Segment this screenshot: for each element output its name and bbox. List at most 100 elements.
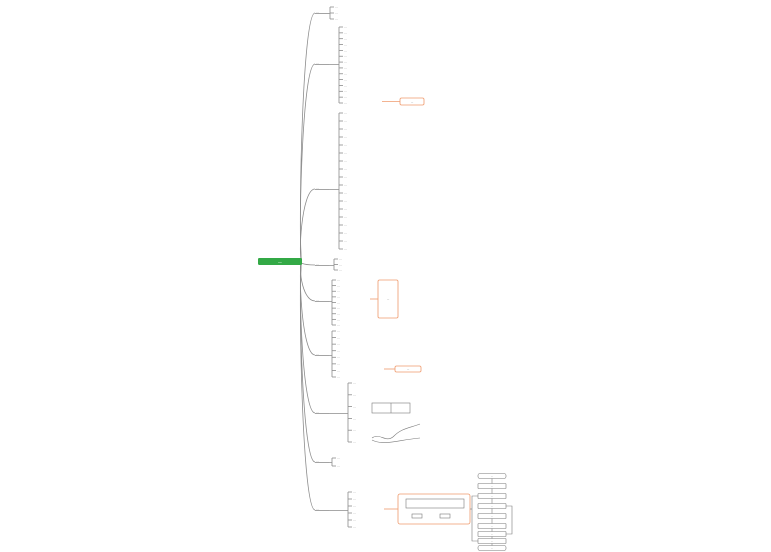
child-bracket — [329, 259, 335, 270]
flowchart-step-label: … — [491, 495, 493, 498]
child-node-label[interactable]: … — [344, 32, 347, 35]
child-bracket — [329, 458, 333, 466]
child-node-label[interactable]: … — [337, 376, 340, 379]
child-node-label[interactable]: … — [353, 417, 356, 420]
branch-label-b7[interactable]: … — [316, 410, 319, 413]
child-node-label[interactable]: … — [344, 176, 347, 179]
child-node-label[interactable]: … — [353, 429, 356, 432]
branch-label-b4[interactable]: … — [316, 262, 319, 265]
child-node-label[interactable]: … — [353, 519, 356, 522]
child-node-label[interactable]: … — [339, 258, 342, 261]
child-node-label[interactable]: … — [344, 26, 347, 29]
child-bracket — [329, 383, 349, 442]
child-node-label[interactable]: … — [353, 512, 356, 515]
child-bracket — [329, 7, 331, 19]
child-node-label[interactable]: … — [337, 457, 340, 460]
child-node-label[interactable]: … — [344, 216, 347, 219]
child-node-label[interactable]: … — [344, 192, 347, 195]
child-node-label[interactable]: … — [353, 505, 356, 508]
child-node-label[interactable]: … — [337, 301, 340, 304]
child-node-label[interactable]: … — [344, 248, 347, 251]
branch-label-b1[interactable]: … — [316, 10, 319, 13]
child-node-label[interactable]: … — [337, 369, 340, 372]
child-node-label[interactable]: … — [344, 224, 347, 227]
branch-connector — [299, 261, 316, 302]
child-node-label[interactable]: … — [344, 200, 347, 203]
branch-connector — [299, 63, 316, 262]
branch-label-b9[interactable]: … — [316, 507, 319, 510]
child-node-label[interactable]: … — [353, 406, 356, 409]
child-node-label[interactable]: … — [337, 324, 340, 327]
child-node-label[interactable]: … — [353, 394, 356, 397]
child-node-label[interactable]: … — [344, 112, 347, 115]
child-node-label[interactable]: … — [344, 184, 347, 187]
root-node-box[interactable] — [258, 258, 302, 265]
flowchart-step-label: … — [491, 540, 493, 543]
flowchart-step-label: … — [491, 525, 493, 528]
child-node-label[interactable]: … — [344, 120, 347, 123]
child-bracket — [329, 280, 333, 325]
embedded-curve-figure — [371, 423, 421, 443]
child-node-label[interactable]: … — [344, 232, 347, 235]
child-node-label[interactable]: … — [353, 526, 356, 529]
child-node-label[interactable]: … — [337, 336, 340, 339]
child-node-label[interactable]: … — [344, 90, 347, 93]
flowchart-step-label: … — [491, 485, 493, 488]
embedded-figures — [371, 402, 471, 525]
child-node-label[interactable]: … — [337, 313, 340, 316]
child-node-label[interactable]: … — [344, 84, 347, 87]
root-node[interactable]: … — [258, 258, 302, 265]
child-node-label[interactable]: … — [335, 18, 338, 21]
child-node-label[interactable]: … — [344, 73, 347, 76]
flowchart-step-label: … — [491, 547, 493, 550]
child-node-label[interactable]: … — [344, 38, 347, 41]
child-node-label[interactable]: … — [335, 12, 338, 15]
child-node-label[interactable]: … — [337, 296, 340, 299]
child-node-label[interactable]: … — [344, 168, 347, 171]
embedded-diagram-frame — [397, 493, 471, 525]
child-node-label[interactable]: … — [337, 318, 340, 321]
child-node-label[interactable]: … — [344, 55, 347, 58]
branch-label-b5[interactable]: … — [316, 298, 319, 301]
branch-label-b6[interactable]: … — [316, 352, 319, 355]
child-node-label[interactable]: … — [344, 240, 347, 243]
child-node-label[interactable]: … — [344, 61, 347, 64]
child-node-label[interactable]: … — [344, 144, 347, 147]
child-node-label[interactable]: … — [337, 363, 340, 366]
child-node-label[interactable]: … — [339, 263, 342, 266]
child-node-label[interactable]: … — [337, 330, 340, 333]
child-node-label[interactable]: … — [337, 343, 340, 346]
child-node-label[interactable]: … — [353, 491, 356, 494]
branch-label-b8[interactable]: … — [316, 459, 319, 462]
child-node-label[interactable]: … — [353, 498, 356, 501]
child-node-label[interactable]: … — [337, 465, 340, 468]
child-node-label[interactable]: … — [344, 128, 347, 131]
child-node-label[interactable]: … — [337, 285, 340, 288]
child-node-label[interactable]: … — [335, 6, 338, 9]
child-bracket — [329, 331, 333, 377]
child-node-label[interactable]: … — [353, 441, 356, 444]
child-node-label[interactable]: … — [344, 160, 347, 163]
child-node-label[interactable]: … — [344, 67, 347, 70]
child-node-label[interactable]: … — [344, 96, 347, 99]
child-node-label[interactable]: … — [344, 43, 347, 46]
child-node-label[interactable]: … — [353, 382, 356, 385]
child-node-label[interactable]: … — [344, 136, 347, 139]
child-node-label[interactable]: … — [337, 279, 340, 282]
root-node-label: … — [278, 260, 282, 264]
child-node-label[interactable]: … — [339, 269, 342, 272]
branch-connector — [299, 261, 316, 511]
branch-label-b2[interactable]: … — [316, 61, 319, 64]
child-node-label[interactable]: … — [337, 307, 340, 310]
child-node-label[interactable]: … — [344, 152, 347, 155]
child-node-label[interactable]: … — [337, 290, 340, 293]
child-node-label[interactable]: … — [344, 102, 347, 105]
child-node-label[interactable]: … — [344, 49, 347, 52]
branch-connectors: … … … … … … … … … — [299, 10, 329, 511]
embedded-diagram-inner — [405, 498, 465, 509]
child-node-label[interactable]: … — [337, 356, 340, 359]
child-node-label[interactable]: … — [344, 79, 347, 82]
child-node-label[interactable]: … — [344, 208, 347, 211]
child-node-label[interactable]: … — [337, 350, 340, 353]
branch-label-b3[interactable]: … — [316, 186, 319, 189]
